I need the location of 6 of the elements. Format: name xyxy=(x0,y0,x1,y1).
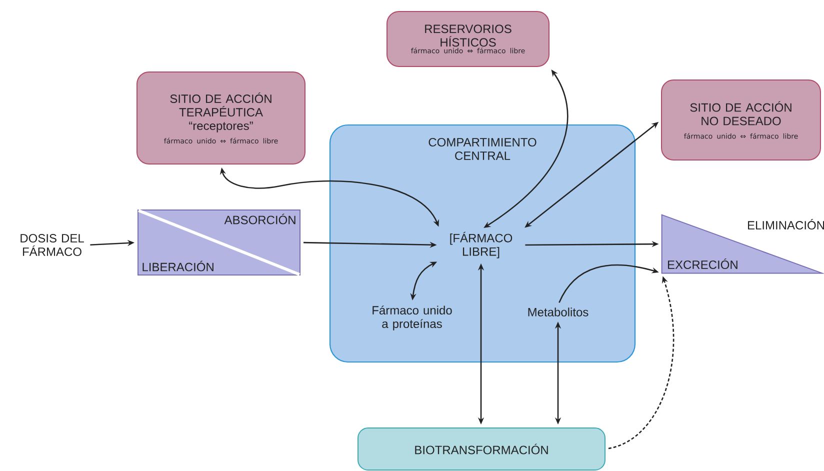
split-box: ABSORCIÓN LIBERACIÓN xyxy=(138,209,300,276)
label-text: [FÁRMACO LIBRE] xyxy=(450,232,512,258)
label-text: Fármaco unido a proteínas xyxy=(372,306,452,330)
label-text: DOSIS DEL FÁRMACO xyxy=(20,234,84,256)
process-box: BIOTRANSFORMACIÓN xyxy=(358,428,606,470)
label-text: Metabolitos xyxy=(528,308,588,316)
